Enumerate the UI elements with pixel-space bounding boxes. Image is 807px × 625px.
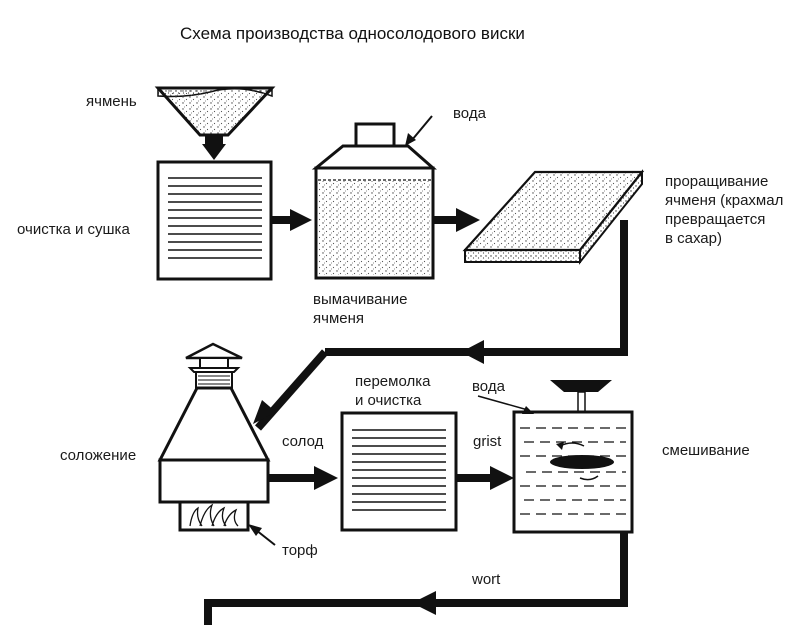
cleaning-drying-label: очистка и сушка bbox=[17, 221, 130, 238]
wort-line bbox=[204, 532, 628, 625]
mash-tun bbox=[477, 380, 634, 534]
cleaning-drying-box bbox=[156, 160, 273, 281]
steeping-tank bbox=[311, 115, 437, 280]
peat-label: торф bbox=[282, 542, 318, 559]
arrow-to-mill bbox=[268, 466, 338, 490]
steeping-label: вымачивание ячменя bbox=[313, 291, 408, 327]
milling-label: перемолка и очистка bbox=[355, 373, 431, 409]
germination-floor bbox=[462, 169, 645, 265]
arrow-to-mash bbox=[456, 466, 514, 490]
barley-label: ячмень bbox=[86, 93, 137, 110]
mill-box bbox=[340, 411, 458, 532]
arrow-to-germination bbox=[433, 208, 480, 232]
germination-label: проращивание ячменя (крахмал превращаетс… bbox=[665, 173, 784, 247]
grist-label: grist bbox=[473, 433, 502, 450]
kiln bbox=[157, 342, 276, 546]
diagram-title: Схема производства односолодового виски bbox=[180, 24, 525, 43]
malt-label: солод bbox=[282, 433, 324, 450]
water-bottom-label: вода bbox=[472, 378, 505, 395]
arrow-to-steep bbox=[271, 209, 312, 231]
mixing-label: смешивание bbox=[662, 442, 750, 459]
malting-label: соложение bbox=[60, 447, 137, 464]
water-top-label: вода bbox=[453, 105, 486, 122]
barley-hopper bbox=[154, 86, 276, 160]
wort-label: wort bbox=[472, 571, 501, 588]
flame-icon bbox=[189, 503, 239, 527]
